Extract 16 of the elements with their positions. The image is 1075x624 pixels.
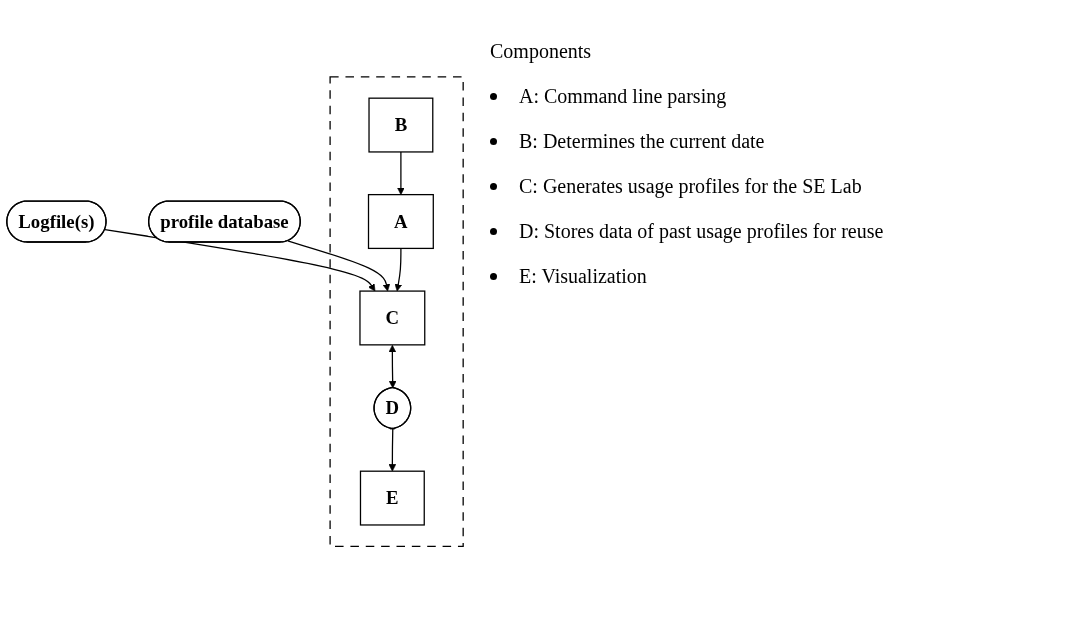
list-item: B: Determines the current date xyxy=(519,130,765,153)
cluster xyxy=(329,76,464,548)
arrow xyxy=(287,240,391,292)
node-box: C xyxy=(359,290,426,346)
node-box: E xyxy=(359,471,425,527)
list-item: A: Command line parsing xyxy=(519,85,727,108)
arrow xyxy=(394,248,402,292)
heading: Components xyxy=(490,40,593,63)
list-item: E: Visualization xyxy=(519,265,647,288)
arrow xyxy=(388,428,397,472)
node-box: B xyxy=(368,97,434,153)
node-box: A xyxy=(367,194,434,250)
list-item: C: Generates usage profiles for the SE Lab xyxy=(519,175,862,198)
arrow xyxy=(397,151,405,196)
arrow xyxy=(104,229,376,292)
list-item: D: Stores data of past usage profiles for reuse xyxy=(519,220,884,243)
